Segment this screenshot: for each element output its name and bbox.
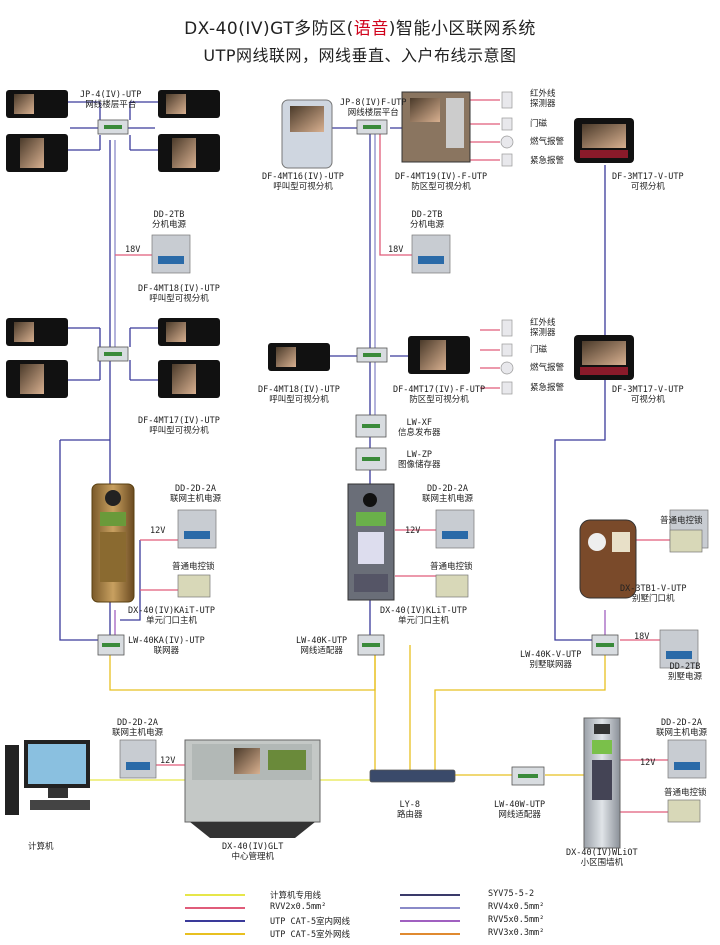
voltage-12v-a: 12V: [150, 526, 166, 536]
monitor-left-1: [6, 90, 68, 118]
label-ir-sensor-1: 红外线探测器: [530, 89, 556, 109]
monitor-mt18-mid: [268, 343, 330, 371]
monitor-left-5: [6, 318, 68, 346]
voltage-12v-b: 12V: [405, 526, 421, 536]
monitor-3mt17-top: [574, 118, 634, 163]
label-emergency-1: 紧急报警: [530, 156, 565, 166]
monitor-left-2: [158, 90, 220, 118]
legend-item: 计算机专用线: [270, 891, 322, 901]
label-door-contact-2: 门磁: [530, 345, 548, 355]
villa-door-station: [579, 519, 637, 599]
voltage-18v-a: 18V: [125, 245, 141, 255]
monitor-mt17-mid: [408, 336, 470, 374]
computer-unit: [5, 740, 90, 815]
diagram-title: DX-40(IV)GT多防区(语音)智能小区联网系统: [184, 19, 536, 39]
monitor-left-7: [6, 360, 68, 398]
label-gas-alarm-2: 燃气报警: [530, 363, 565, 373]
label-gas-alarm-1: 燃气报警: [530, 137, 565, 147]
voltage-12v-c: 12V: [160, 756, 176, 766]
legend-item: SYV75-5-2: [488, 889, 535, 899]
monitor-left-6: [158, 318, 220, 346]
label-lock-1: 普通电控锁: [172, 562, 215, 572]
legend-item: RVV5x0.5mm²: [488, 915, 545, 925]
label-ir-sensor-2: 红外线探测器: [530, 318, 556, 338]
monitor-mt19: [401, 91, 471, 163]
monitor-mt16: [281, 99, 333, 169]
monitor-left-4: [158, 134, 220, 172]
voltage-12v-d: 12V: [640, 758, 656, 768]
monitor-left-3: [6, 134, 68, 172]
label-computer: 计算机: [28, 842, 54, 852]
legend-item: RVV3x0.3mm²: [488, 928, 545, 938]
door-station-klit: [347, 483, 395, 601]
monitor-3mt17-mid: [574, 335, 634, 380]
label-lock-4: 普通电控锁: [664, 788, 707, 798]
voltage-18v-b: 18V: [388, 245, 404, 255]
wall-station: [583, 717, 621, 849]
diagram-subtitle: UTP网线联网，网线垂直、入户布线示意图: [203, 46, 517, 65]
legend-item: UTP CAT-5室内网线: [270, 917, 351, 927]
legend-item: RVV2x0.5mm²: [270, 902, 327, 912]
legend-item: UTP CAT-5室外网线: [270, 930, 351, 940]
label-lock-3: 普通电控锁: [660, 516, 703, 526]
door-station-kait: [91, 483, 135, 603]
monitor-left-8: [158, 360, 220, 398]
central-manager-unit: [184, 739, 321, 838]
voltage-18v-c: 18V: [634, 632, 650, 642]
label-emergency-2: 紧急报警: [530, 383, 565, 393]
legend-item: RVV4x0.5mm²: [488, 902, 545, 912]
label-door-contact-1: 门磁: [530, 119, 548, 129]
label-lock-2: 普通电控锁: [430, 562, 473, 572]
